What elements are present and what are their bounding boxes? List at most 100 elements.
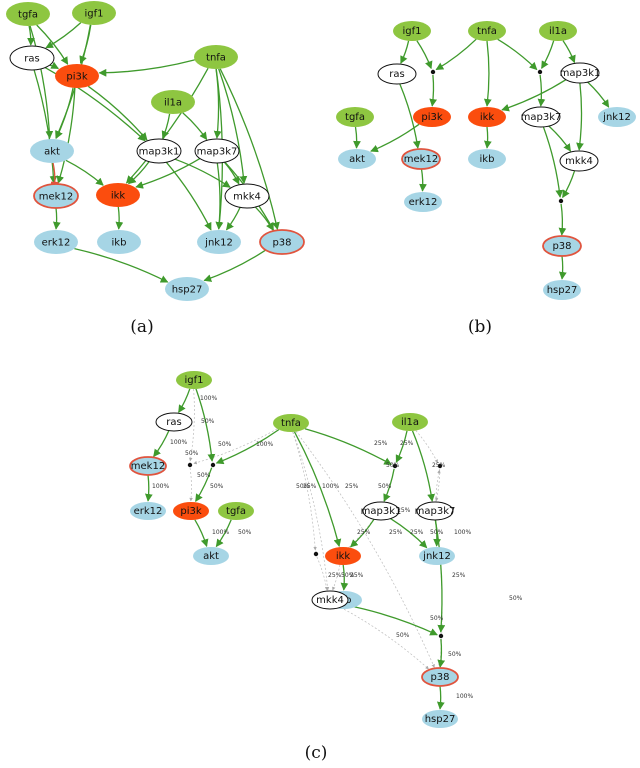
node-pi3k: pi3k xyxy=(173,502,209,520)
edge-ras-mek12 xyxy=(153,430,170,458)
node-label: hsp27 xyxy=(547,285,578,296)
node-pi3k: pi3k xyxy=(413,107,451,127)
edge-percent-label: 25% xyxy=(410,529,424,536)
node-ras: ras xyxy=(155,412,193,432)
edge-D1-map3k7 xyxy=(537,74,546,107)
edge-pi3k-akt xyxy=(370,123,420,153)
node-hsp27: hsp27 xyxy=(422,710,458,728)
faint-edge-map3k1-D5 xyxy=(344,518,374,552)
node-label: map3k7 xyxy=(521,112,562,123)
edge-tnfa-ikk xyxy=(483,40,492,107)
edge-tgfa-akt xyxy=(215,519,232,548)
node-shape xyxy=(468,149,506,169)
faint-edge-tnfa-mkk4 xyxy=(292,431,330,591)
faint-edge-mkk4-p38 xyxy=(340,606,429,670)
node-il1a: il1a xyxy=(539,21,577,41)
and-gate-dot xyxy=(430,69,436,75)
node-shape xyxy=(194,45,238,69)
node-shape xyxy=(393,21,431,41)
node-map3k7: map3k7 xyxy=(194,138,240,164)
node-label: hsp27 xyxy=(425,714,456,725)
node-hsp27: hsp27 xyxy=(543,280,581,300)
edge-percent-label: 50% xyxy=(197,472,211,479)
edge-p38-hsp27 xyxy=(436,685,445,710)
node-label: akt xyxy=(203,551,219,562)
node-shape xyxy=(96,183,140,207)
node-label: igf1 xyxy=(84,9,103,20)
node-label: tgfa xyxy=(345,112,365,123)
and-gate-dot xyxy=(537,69,543,75)
edge-map3k1-jnk12 xyxy=(165,161,212,231)
and-gate-dot xyxy=(210,462,216,468)
and-gate-dot xyxy=(437,463,443,469)
edge-mek12-erk12 xyxy=(419,168,427,192)
node-label: map3k1 xyxy=(560,68,601,79)
edge-percent-label: 50% xyxy=(218,441,232,448)
node-shape xyxy=(416,501,454,521)
edge-D0-pi3k xyxy=(195,467,213,502)
node-shape xyxy=(559,150,599,172)
node-label: p38 xyxy=(272,238,291,249)
node-erk12: erk12 xyxy=(130,502,166,520)
edge-mkk4-p38 xyxy=(254,206,274,231)
edge-map3k7-D2 xyxy=(542,126,564,198)
node-shape xyxy=(176,371,212,389)
node-shape xyxy=(311,590,349,610)
edge-pi3k-akt xyxy=(194,519,209,548)
node-shape xyxy=(193,547,229,565)
edge-percent-label: 25% xyxy=(452,572,466,579)
node-label: il1a xyxy=(401,417,419,428)
node-label: jnk12 xyxy=(602,112,631,123)
node-label: tgfa xyxy=(18,10,38,21)
edge-percent-label: 50% xyxy=(396,632,410,639)
node-akt: akt xyxy=(193,547,229,565)
node-jnk12: jnk12 xyxy=(598,107,636,127)
and-gate-dot xyxy=(187,462,193,468)
node-label: ras xyxy=(166,417,181,428)
edge-percent-label: 25% xyxy=(357,529,371,536)
edge-tnfa-p38 xyxy=(219,68,280,231)
edge-percent-label: 25% xyxy=(389,529,403,536)
node-ikk: ikk xyxy=(96,183,140,207)
edge-tnfa-D0 xyxy=(435,38,477,71)
node-label: erk12 xyxy=(134,506,163,517)
edge-igf1-D0 xyxy=(195,388,216,462)
node-p38: p38 xyxy=(421,667,459,687)
node-label: mek12 xyxy=(404,154,438,165)
node-shape xyxy=(129,456,167,476)
edge-tnfa-D0 xyxy=(215,429,280,465)
faint-edge-map3k7-D3 xyxy=(435,469,441,503)
node-p38: p38 xyxy=(542,235,582,257)
node-shape xyxy=(34,230,78,254)
node-label: il1a xyxy=(164,98,182,109)
edge-il1a-D2 xyxy=(395,430,408,463)
edge-map3k7-ikk xyxy=(135,158,201,189)
edge-percent-label: 100% xyxy=(322,483,339,490)
node-label: mek12 xyxy=(39,192,73,203)
panel-c: 100%50%100%50%50%50%100%50%50%100%100%25… xyxy=(129,371,523,728)
edge-D6-p38 xyxy=(437,638,446,668)
node-shape xyxy=(404,192,442,212)
node-tnfa: tnfa xyxy=(194,45,238,69)
edge-ras-mek12 xyxy=(399,83,421,149)
faint-edge-D5-mkk4 xyxy=(332,556,342,591)
edge-map3k1-ikk xyxy=(350,518,375,548)
node-shape xyxy=(362,501,400,521)
node-label: hsp27 xyxy=(172,285,203,296)
node-label: igf1 xyxy=(402,26,421,37)
node-shape xyxy=(30,139,74,163)
caption-a: (a) xyxy=(130,317,153,337)
edge-map3k1-jnk12 xyxy=(587,81,610,108)
node-label: erk12 xyxy=(42,238,71,249)
node-map3k7: map3k7 xyxy=(521,106,562,128)
node-mkk4: mkk4 xyxy=(559,150,599,172)
faint-edge-tnfa-D4 xyxy=(292,431,317,551)
node-label: erk12 xyxy=(409,197,438,208)
node-label: pi3k xyxy=(180,506,201,517)
edge-percent-label: 50% xyxy=(210,483,224,490)
edge-map3k7-jnk12 xyxy=(215,162,224,230)
node-shape xyxy=(151,90,195,114)
node-igf1: igf1 xyxy=(393,21,431,41)
edge-mek12-erk12 xyxy=(52,207,61,230)
